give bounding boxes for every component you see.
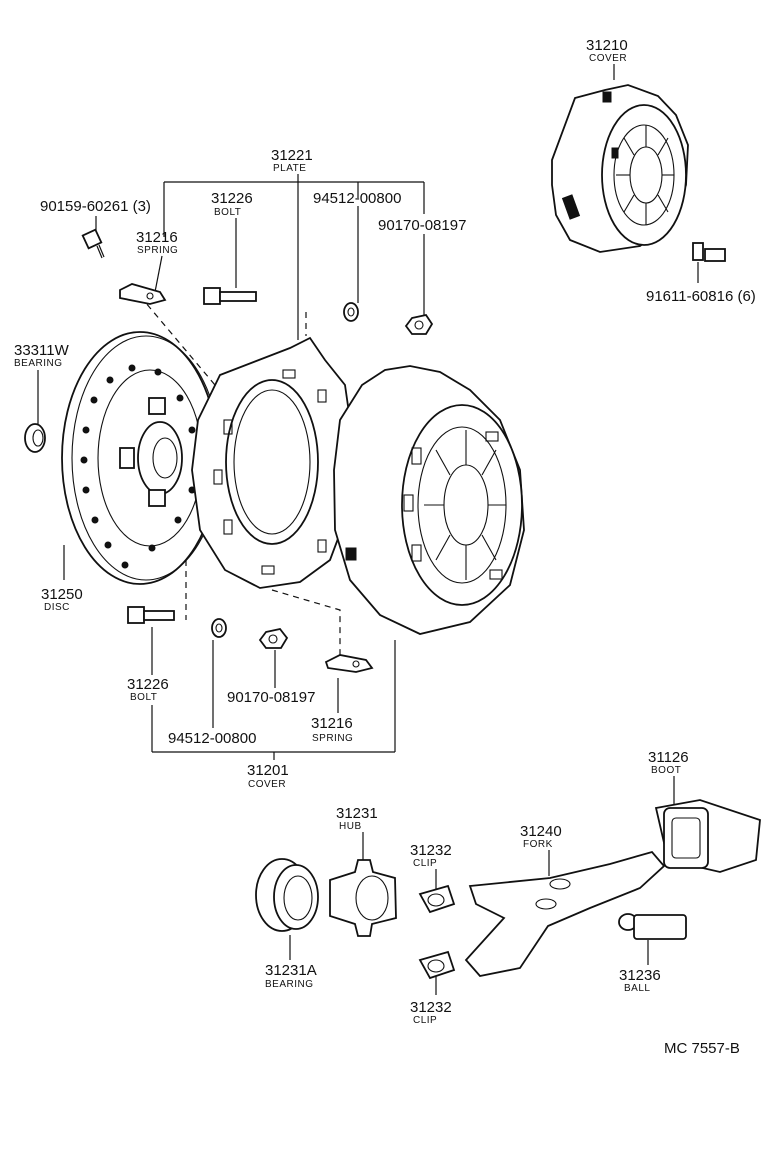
clip-bottom <box>418 950 456 980</box>
ball-number: 31236 <box>619 967 661 984</box>
bearing-pilot-desc: BEARING <box>14 358 63 369</box>
boot-number: 31126 <box>648 749 689 766</box>
clutch-cover-top <box>551 84 689 253</box>
bolt-bottom <box>127 606 175 624</box>
hub-desc: HUB <box>339 821 362 832</box>
release-bearing-number: 31231A <box>265 962 317 979</box>
leader-lines <box>37 64 699 995</box>
bolt-top <box>203 287 257 305</box>
nut-bottom <box>258 628 289 649</box>
release-hub <box>329 859 397 937</box>
washer-top-number: 94512-00800 <box>313 190 401 207</box>
fork-desc: FORK <box>523 839 553 850</box>
cover-top-number: 31210 <box>586 37 628 54</box>
disc-number: 31250 <box>41 586 83 603</box>
spring-top <box>119 283 167 305</box>
spring-bottom-desc: SPRING <box>312 733 353 744</box>
nut-bottom-number: 90170-08197 <box>227 689 315 706</box>
fork-boot <box>654 799 761 873</box>
cover-top-desc: COVER <box>589 53 627 64</box>
clip-bottom-number: 31232 <box>410 999 452 1016</box>
figure-code: MC 7557-B <box>664 1040 740 1057</box>
fork-number: 31240 <box>520 823 562 840</box>
hub-number: 31231 <box>336 805 378 822</box>
spring-bottom <box>324 654 374 673</box>
release-fork <box>464 850 666 977</box>
boot-desc: BOOT <box>651 765 681 776</box>
screw-top <box>81 228 105 259</box>
pilot-bearing <box>24 423 46 453</box>
nut-top <box>404 313 434 335</box>
release-bearing-desc: BEARING <box>265 979 314 990</box>
cover-bottom-desc: COVER <box>248 779 286 790</box>
washer-bottom <box>211 618 227 638</box>
ball-desc: BALL <box>624 983 650 994</box>
washer-top <box>343 302 359 322</box>
bolt-top-desc: BOLT <box>214 207 241 218</box>
spring-top-desc: SPRING <box>137 245 178 256</box>
release-bearing <box>255 858 319 932</box>
spring-bottom-number: 31216 <box>311 715 353 732</box>
pressure-plate <box>191 336 351 589</box>
plate-desc: PLATE <box>273 163 306 174</box>
clutch-cover-main <box>333 365 525 635</box>
clip-bottom-desc: CLIP <box>413 1015 437 1026</box>
spring-top-number: 31216 <box>136 229 178 246</box>
clip-top-number: 31232 <box>410 842 452 859</box>
bearing-pilot-number: 33311W <box>14 342 70 359</box>
screw-top-number: 90159-60261 (3) <box>40 198 151 215</box>
bolt-cover-number: 91611-60816 (6) <box>646 288 756 305</box>
cover-bolt <box>692 242 726 262</box>
bolt-bottom-number: 31226 <box>127 676 169 693</box>
bolt-bottom-desc: BOLT <box>130 692 157 703</box>
nut-top-number: 90170-08197 <box>378 217 466 234</box>
labels: 31210 COVER 31221 PLATE 31226 BOLT 90159… <box>14 37 756 1057</box>
plate-number: 31221 <box>271 147 313 164</box>
clutch-disc <box>61 331 221 585</box>
clip-top <box>418 884 456 914</box>
washer-bottom-number: 94512-00800 <box>168 730 256 747</box>
disc-desc: DISC <box>44 602 70 613</box>
clip-top-desc: CLIP <box>413 858 437 869</box>
cover-bottom-number: 31201 <box>247 762 289 779</box>
pivot-ball <box>618 913 687 940</box>
bolt-top-number: 31226 <box>211 190 253 207</box>
